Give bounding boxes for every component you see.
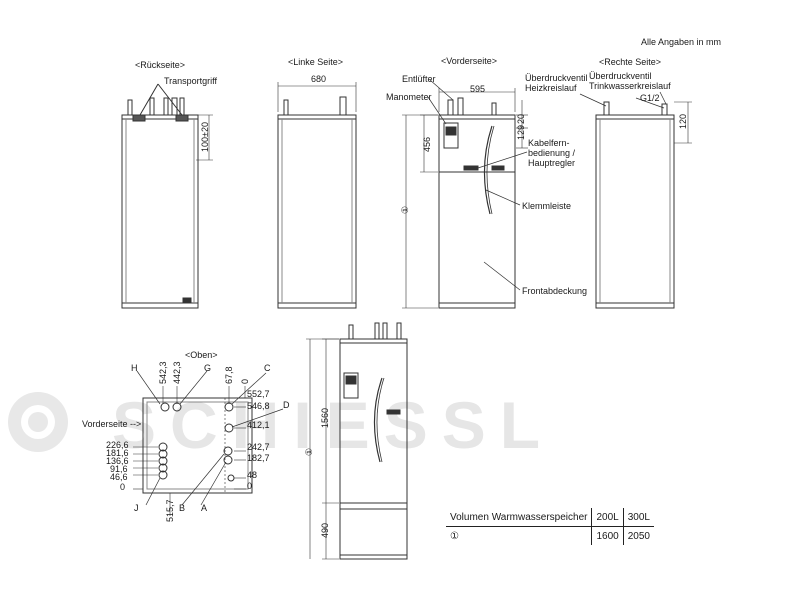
view-title-right: <Rechte Seite> [599,57,662,67]
view-title-left: <Linke Seite> [288,57,344,67]
letter-g: G [204,363,212,373]
dim-20: 20 [516,113,526,124]
label-ueberdruck-trink-1: Überdruckventil [589,71,652,81]
letter-c: C [264,363,271,373]
view-title-front: <Vorderseite> [441,56,498,66]
tall-side-view-drawing [306,322,408,560]
label-vorderseite-arrow: Vorderseite --> [82,419,142,429]
label-entluefter: Entlüfter [402,74,436,84]
dim-right-0: 0 [247,481,253,491]
dim-top-542: 542,3 [158,361,168,384]
dim-left-46: 46,6 [110,472,128,482]
dim-top-0: 0 [240,378,250,384]
dim-g12: G1/2 [640,93,660,103]
label-klemmleiste: Klemmleiste [522,201,572,211]
letter-a: A [201,503,208,513]
view-title-back: <Rückseite> [135,60,186,70]
label-kabel-3: Hauptregler [528,158,576,168]
volume-table-row: ① 1600 2050 [446,526,654,545]
right-view-drawing [579,91,692,309]
dim-595: 595 [470,84,486,94]
label-transportgriff: Transportgriff [164,76,218,86]
letter-d: D [283,400,290,410]
dim-left-136: 136,6 [106,456,129,466]
volume-row-symbol: ① [450,530,459,542]
label-manometer: Manometer [386,92,432,102]
volume-col-300: 300L [622,508,654,527]
label-ueberdruck-heiz-2: Heizkreislauf [525,83,577,93]
back-view-drawing [121,83,213,309]
dim-right-182: 182,7 [247,453,270,463]
letter-b: B [179,503,186,513]
dim-bottom-515: 515,7 [165,499,175,522]
volume-row-2050: 2050 [622,526,654,545]
volume-row-1600: 1600 [591,526,624,545]
volume-header: Volumen Warmwasserspeicher [446,508,592,527]
dim-129: 129 [516,124,526,140]
dim-120: 120 [678,113,688,129]
volume-table-header-row: Volumen Warmwasserspeicher 200L 300L [446,508,654,527]
dim-right-412: 412,1 [247,420,270,430]
units-note: Alle Angaben in mm [641,37,722,47]
dim-680: 680 [311,74,327,84]
left-view-drawing [277,82,357,309]
letter-h: H [131,363,138,373]
dim-circle-one-side: ① [304,447,314,456]
dim-left-0: 0 [120,482,126,492]
dim-left-181: 181,6 [106,448,129,458]
dim-right-48: 48 [247,470,258,480]
label-ueberdruck-trink-2: Trinkwasserkreislauf [589,81,671,91]
label-kabel-2: bedienung / [528,148,576,158]
label-kabel-1: Kabelfern- [528,138,570,148]
letter-j: J [134,503,139,513]
dim-circle-one-front: ① [400,205,410,214]
dim-left-91: 91,6 [110,464,128,474]
dim-490: 490 [320,522,330,538]
dim-right-242: 242,7 [247,442,270,452]
label-ueberdruck-heiz-1: Überdruckventil [525,73,588,83]
dim-right-552: 552,7 [247,389,270,399]
dim-456: 456 [422,136,432,152]
front-view-drawing [402,79,528,309]
volume-table: Volumen Warmwasserspeicher 200L 300L ① 1… [446,508,654,545]
dim-top-67: 67,8 [224,366,234,384]
dim-top-442: 442,3 [172,361,182,384]
dim-left-226: 226,6 [106,440,129,450]
top-view-drawing [133,370,284,516]
dim-100: 100±20 [200,122,210,152]
dim-1560: 1560 [320,407,330,428]
label-frontabdeckung: Frontabdeckung [522,286,588,296]
view-title-top: <Oben> [185,350,218,360]
volume-col-200: 200L [591,508,624,527]
dim-right-546: 546,8 [247,401,270,411]
